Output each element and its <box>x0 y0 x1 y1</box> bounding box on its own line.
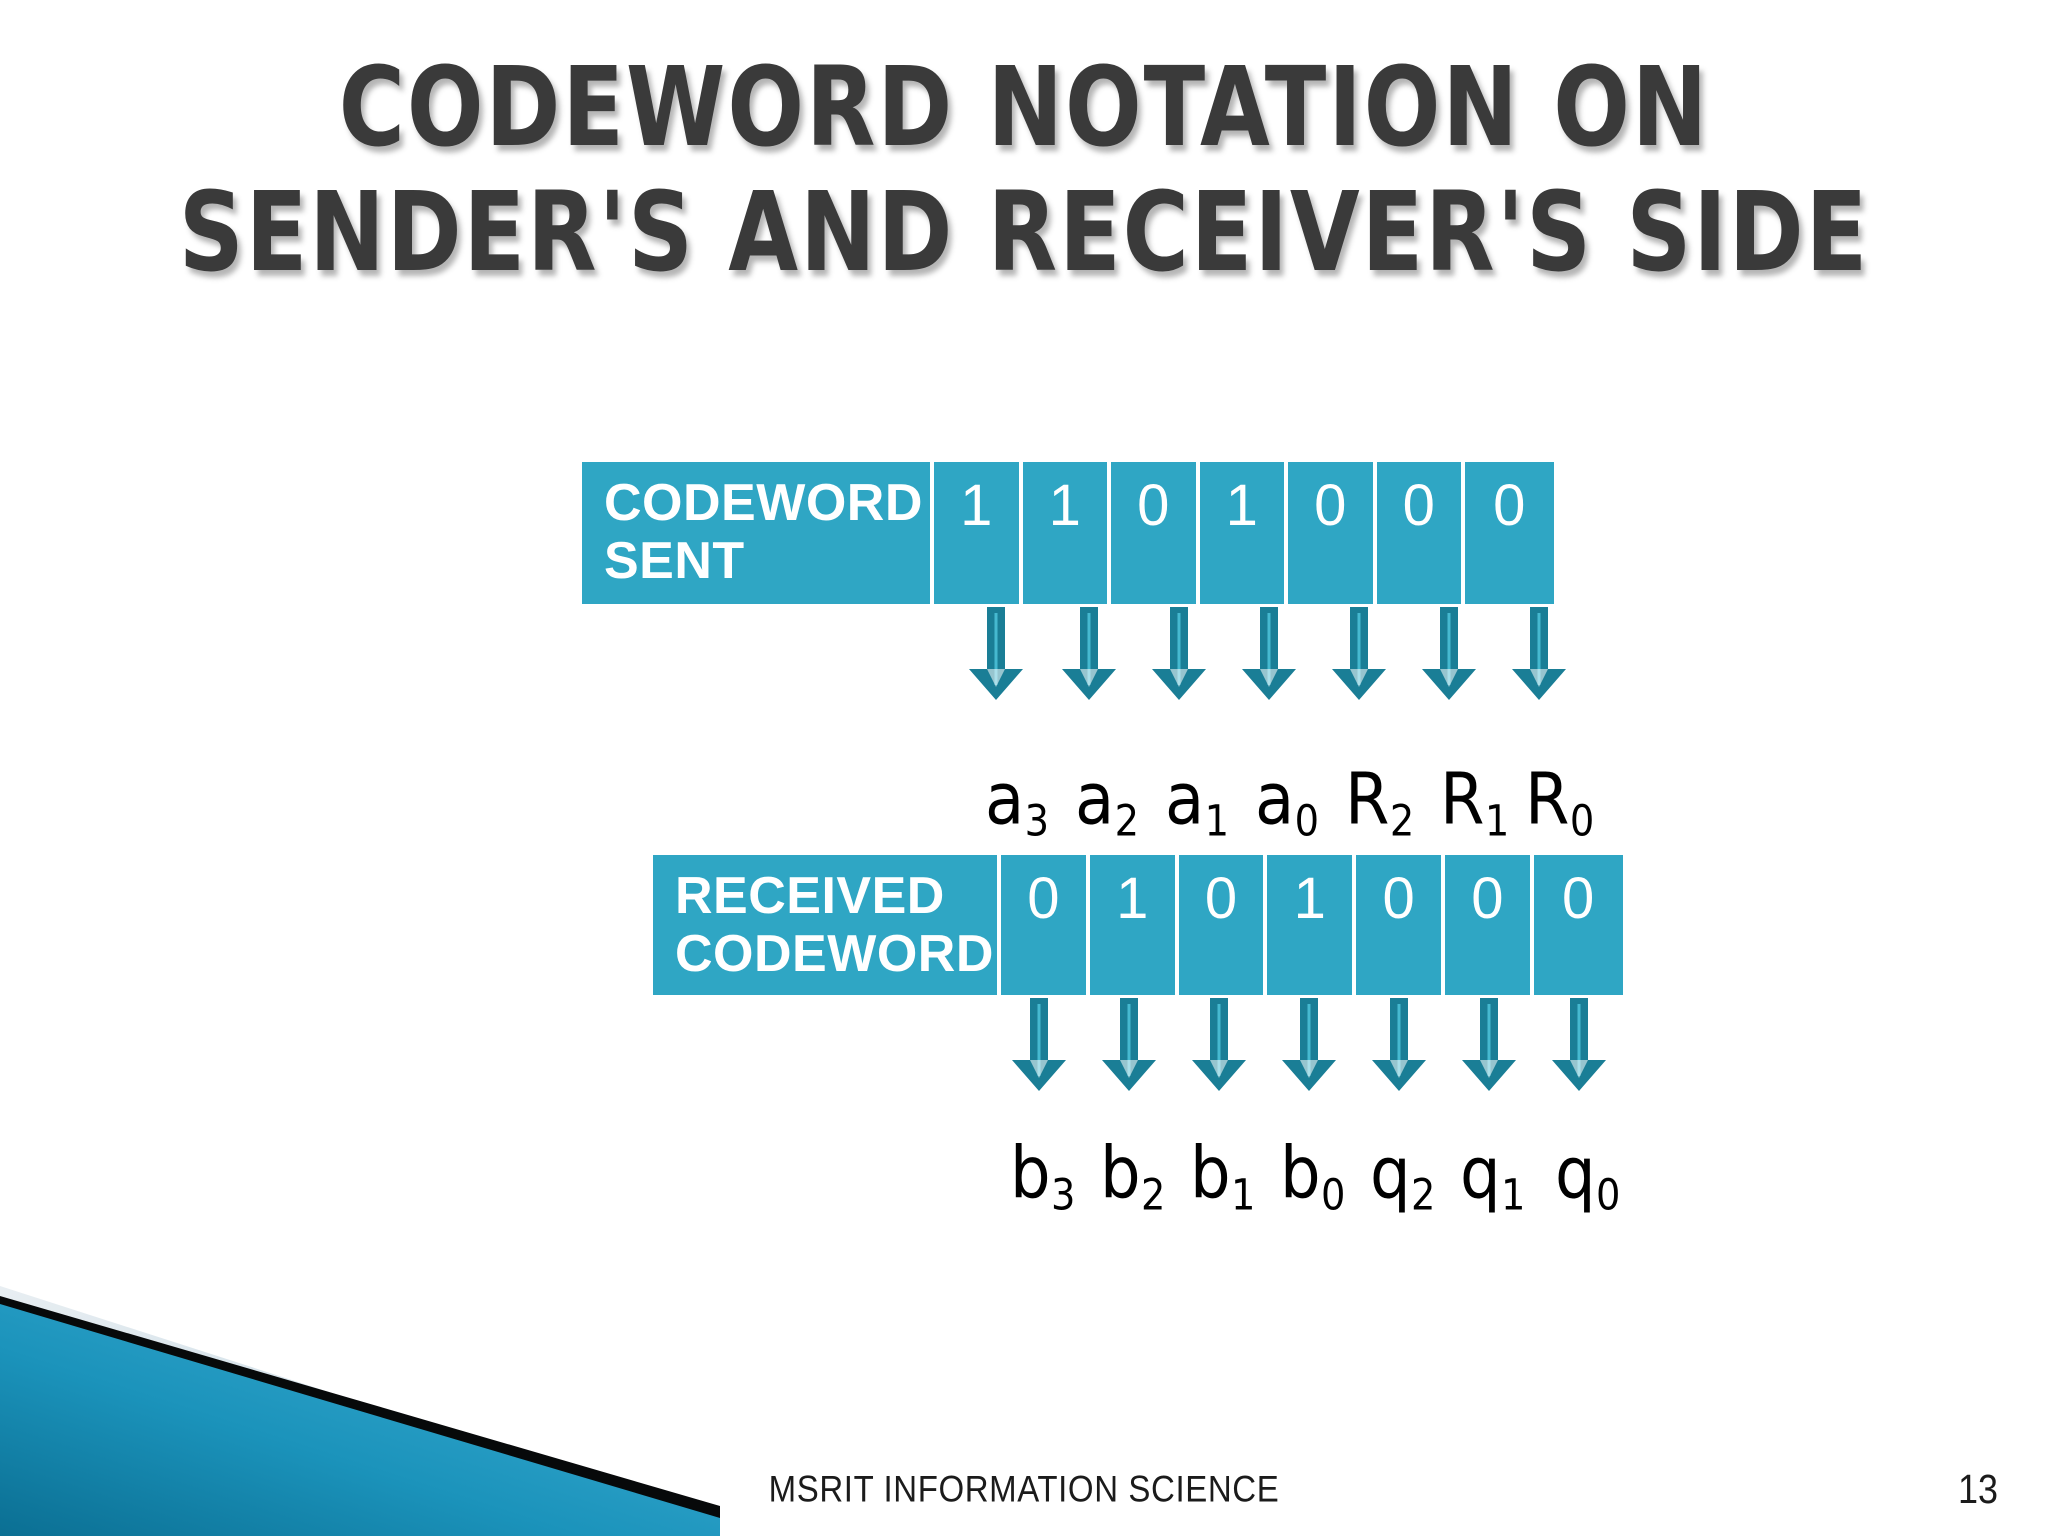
codeword-sent-bit-6: 0 <box>1465 462 1554 604</box>
page-title: CODEWORD NOTATION ON SENDER'S AND RECEIV… <box>0 43 2048 289</box>
codeword-sent-label: CODEWORD SENT <box>582 462 934 604</box>
arrow-down-icon <box>1058 607 1120 702</box>
codeword-sent-bit-5: 0 <box>1376 462 1465 604</box>
bit-label-R0: R0 <box>1525 758 1595 847</box>
bit-label-q2: q2 <box>1370 1132 1436 1221</box>
arrow-down-icon <box>965 607 1027 702</box>
bit-label-b0: b0 <box>1280 1132 1346 1221</box>
codeword-sent-bit-2: 0 <box>1111 462 1200 604</box>
received-codeword-table: RECEIVED CODEWORD 0 1 0 1 0 0 0 <box>653 855 1623 995</box>
codeword-sent-bit-0: 1 <box>934 462 1023 604</box>
codeword-sent-table: CODEWORD SENT 1 1 0 1 0 0 0 <box>582 462 1554 604</box>
received-codeword-bit-0: 0 <box>1001 855 1090 995</box>
received-codeword-bit-6: 0 <box>1533 855 1623 995</box>
bit-label-a3: a3 <box>985 758 1050 847</box>
title-line-1: CODEWORD NOTATION ON <box>338 43 1710 172</box>
bit-label-R1: R1 <box>1440 758 1510 847</box>
bit-label-a1: a1 <box>1165 758 1230 847</box>
received-codeword-bit-1: 1 <box>1089 855 1179 995</box>
arrow-down-icon <box>1328 607 1390 702</box>
bit-label-q0: q0 <box>1555 1132 1621 1221</box>
page-number: 13 <box>1957 1466 1998 1512</box>
codeword-sent-bit-3: 1 <box>1199 462 1288 604</box>
arrow-down-icon <box>1188 998 1250 1093</box>
arrow-down-icon <box>1238 607 1300 702</box>
arrow-down-icon <box>1368 998 1430 1093</box>
codeword-sent-bit-1: 1 <box>1022 462 1111 604</box>
arrow-down-icon <box>1458 998 1520 1093</box>
arrow-down-icon <box>1418 607 1480 702</box>
arrow-row-received <box>653 998 1703 1093</box>
arrow-down-icon <box>1148 607 1210 702</box>
received-codeword-bit-5: 0 <box>1444 855 1534 995</box>
arrow-row-sent <box>582 607 1632 702</box>
bit-label-b1: b1 <box>1190 1132 1256 1221</box>
received-codeword-bit-3: 1 <box>1267 855 1357 995</box>
bit-label-R2: R2 <box>1345 758 1415 847</box>
codeword-sent-bit-4: 0 <box>1288 462 1377 604</box>
received-codeword-bit-4: 0 <box>1356 855 1445 995</box>
arrow-down-icon <box>1098 998 1160 1093</box>
received-codeword-bit-2: 0 <box>1178 855 1268 995</box>
bit-label-b3: b3 <box>1010 1132 1076 1221</box>
footer-label: MSRIT INFORMATION SCIENCE <box>768 1468 1280 1510</box>
arrow-down-icon <box>1548 998 1610 1093</box>
title-line-2: SENDER'S AND RECEIVER'S SIDE <box>178 168 1870 297</box>
bit-label-q1: q1 <box>1460 1132 1526 1221</box>
arrow-down-icon <box>1008 998 1070 1093</box>
bit-label-a2: a2 <box>1075 758 1140 847</box>
arrow-down-icon <box>1278 998 1340 1093</box>
bit-label-a0: a0 <box>1255 758 1320 847</box>
arrow-down-icon <box>1508 607 1570 702</box>
received-codeword-label: RECEIVED CODEWORD <box>653 855 1001 995</box>
bit-label-b2: b2 <box>1100 1132 1166 1221</box>
